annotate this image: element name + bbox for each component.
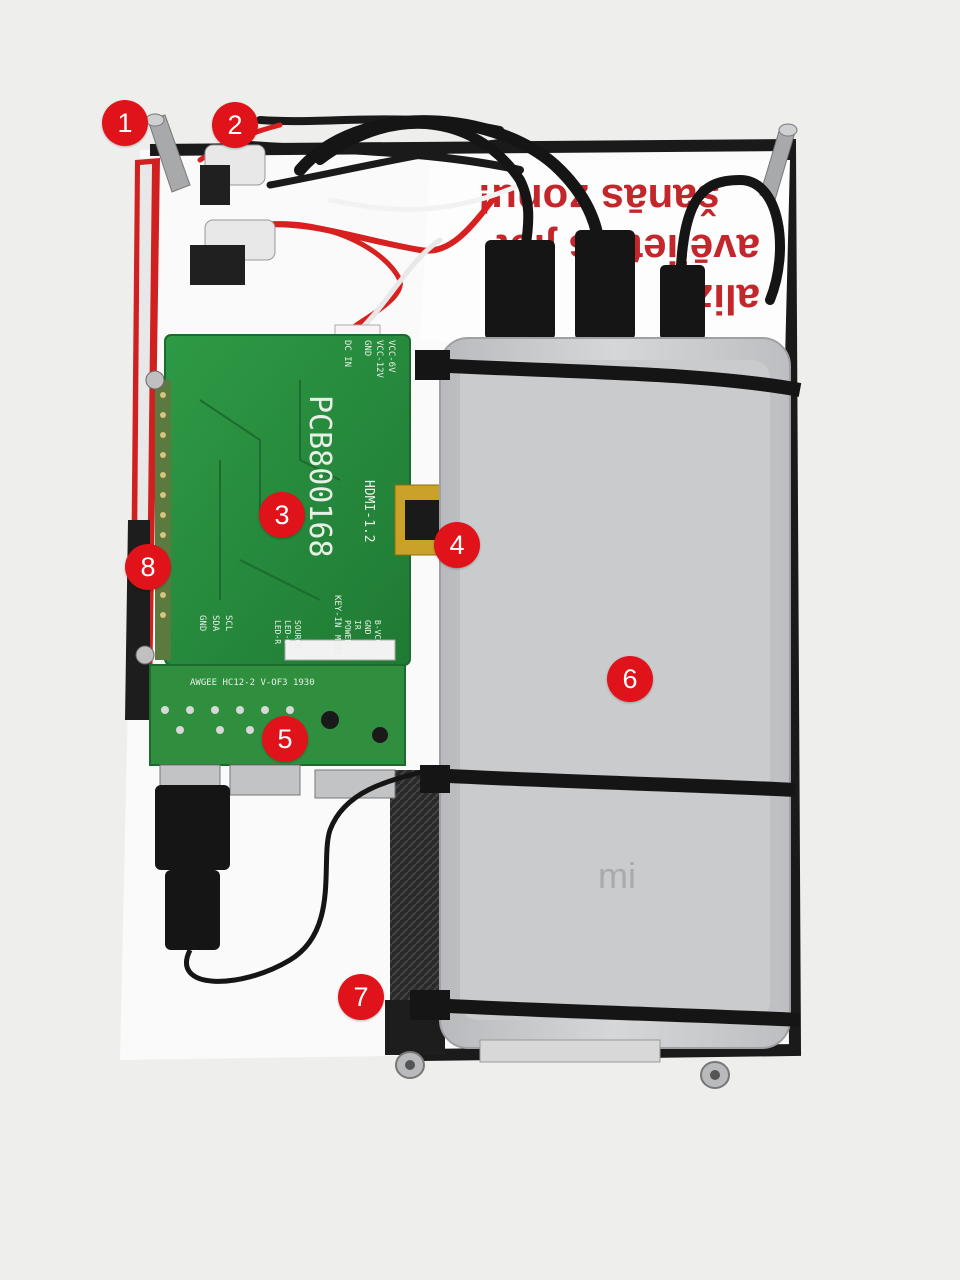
pcb-key-in-label: KEY-IN [332,595,342,628]
pcb-right-pin-b-vcc: B-VCC [373,620,382,644]
pcb-right-pin-source: SOURCE [293,620,302,649]
marker-1: 1 [102,100,148,146]
power-bank: mi [410,337,802,1063]
power-bank-logo: mi [598,855,636,896]
pcb-right-pin-led-r: LED-R [273,620,282,644]
pcb-right-pin-power: POWER [343,620,352,644]
marker-8: 8 [125,544,171,590]
pcb-right-pin-gnd: GND [363,620,372,635]
usb-plugs [485,230,705,340]
otg-cable [155,767,431,984]
usb-cables [294,115,785,305]
pcb-dc-in-label: DC IN [342,340,352,367]
pcb-right-pin-ir: IR [353,620,362,630]
pcb-hdmi-label: HDMI-1.2 [361,480,376,543]
pcb-vcc6-label: VCC-6V [386,340,396,373]
marker-3: 3 [259,492,305,538]
pcb-left-pin-scl: SCL [223,615,233,631]
pcb-gnd-label: GND [362,340,372,356]
marker-2: 2 [212,102,258,148]
pcb-model-label: PCB800168 [302,395,337,558]
standoff-bottom-left [395,1051,425,1079]
standoff-top-left [145,113,191,193]
keypad-board: AWGEE HC12-2 V-OF3 1930 [149,664,406,799]
marker-7: 7 [338,974,384,1020]
marker-5: 5 [262,716,308,762]
standoff-bottom-right [700,1061,730,1089]
marker-6: 6 [607,656,653,702]
sticker-line-1: šanās zonu! [477,176,720,223]
pcb-vcc12-label: VCC-12V [374,340,384,379]
keypad-board-label: AWGEE HC12-2 V-OF3 1930 [190,678,315,688]
pcb-right-pin-menu: MENU [333,635,342,654]
pcb-left-pin-sda: SDA [210,615,220,632]
marker-4: 4 [434,522,480,568]
pcb-right-pin-labels: B-VCC GND IR POWER MENU SOURCE LED-G LED… [273,620,382,654]
pcb-right-pin-led-g: LED-G [283,620,292,644]
pcb-left-pin-gnd: GND [197,615,207,631]
